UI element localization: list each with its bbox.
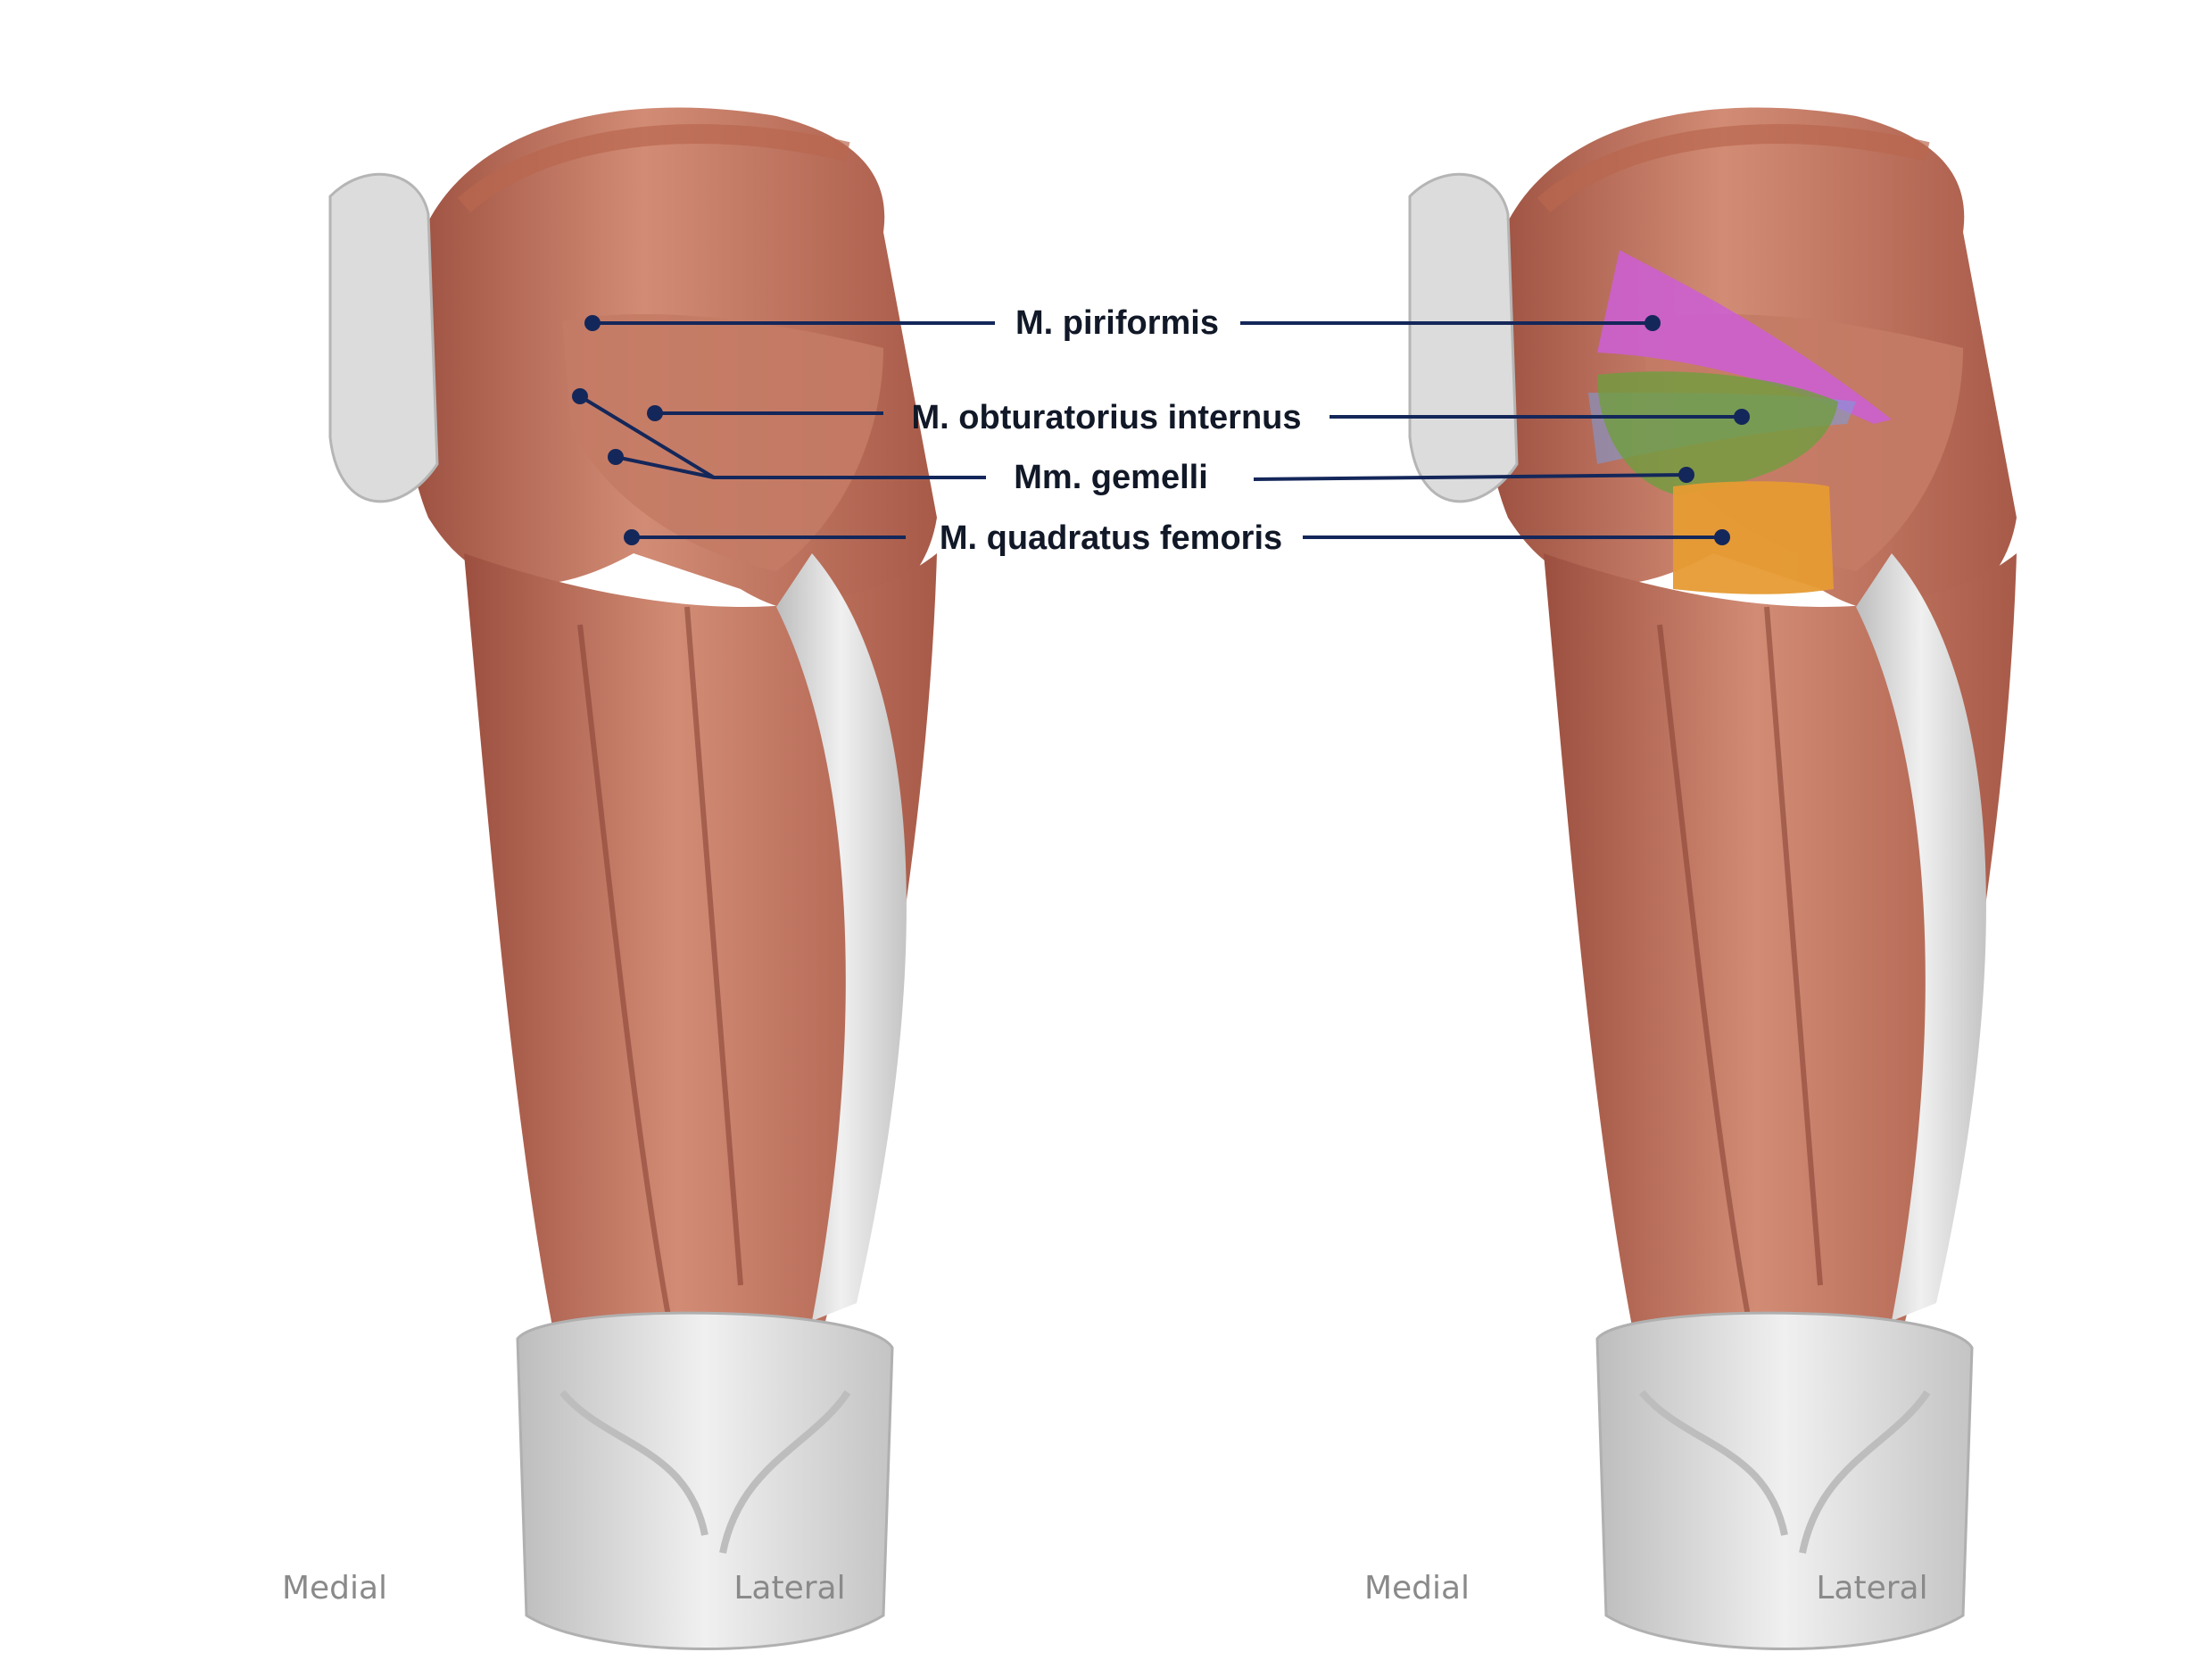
orientation-medial-left: Medial: [282, 1570, 387, 1606]
orientation-medial-right: Medial: [1364, 1570, 1470, 1606]
pointer-dot: [584, 315, 601, 331]
pointer-dot: [647, 405, 663, 421]
label-piriformis: M. piriformis: [1015, 304, 1219, 342]
label-gemelli: Mm. gemelli: [1014, 459, 1208, 496]
quadratus-highlight: [1673, 481, 1834, 594]
orientation-lateral-right: Lateral: [1816, 1570, 1927, 1606]
pointer-dot: [1734, 409, 1750, 425]
left-leg-illustration: [330, 108, 937, 1649]
label-obturatorius-internus: M. obturatorius internus: [912, 399, 1302, 436]
pointer-dot: [624, 529, 640, 545]
pointer-dot: [608, 449, 624, 465]
piriformis-highlight: [1597, 250, 1892, 424]
gemelli-highlight: [1597, 371, 1838, 495]
leader-line-gemelli-left-2: [615, 455, 715, 479]
label-quadratus-femoris: M. quadratus femoris: [940, 519, 1282, 557]
pointer-dot: [572, 388, 588, 404]
orientation-lateral-left: Lateral: [733, 1570, 845, 1606]
pointer-dot: [1645, 315, 1661, 331]
leader-line-gemelli-right: [1253, 473, 1687, 481]
pointer-dot: [1714, 529, 1730, 545]
pointer-dot: [1678, 467, 1694, 483]
